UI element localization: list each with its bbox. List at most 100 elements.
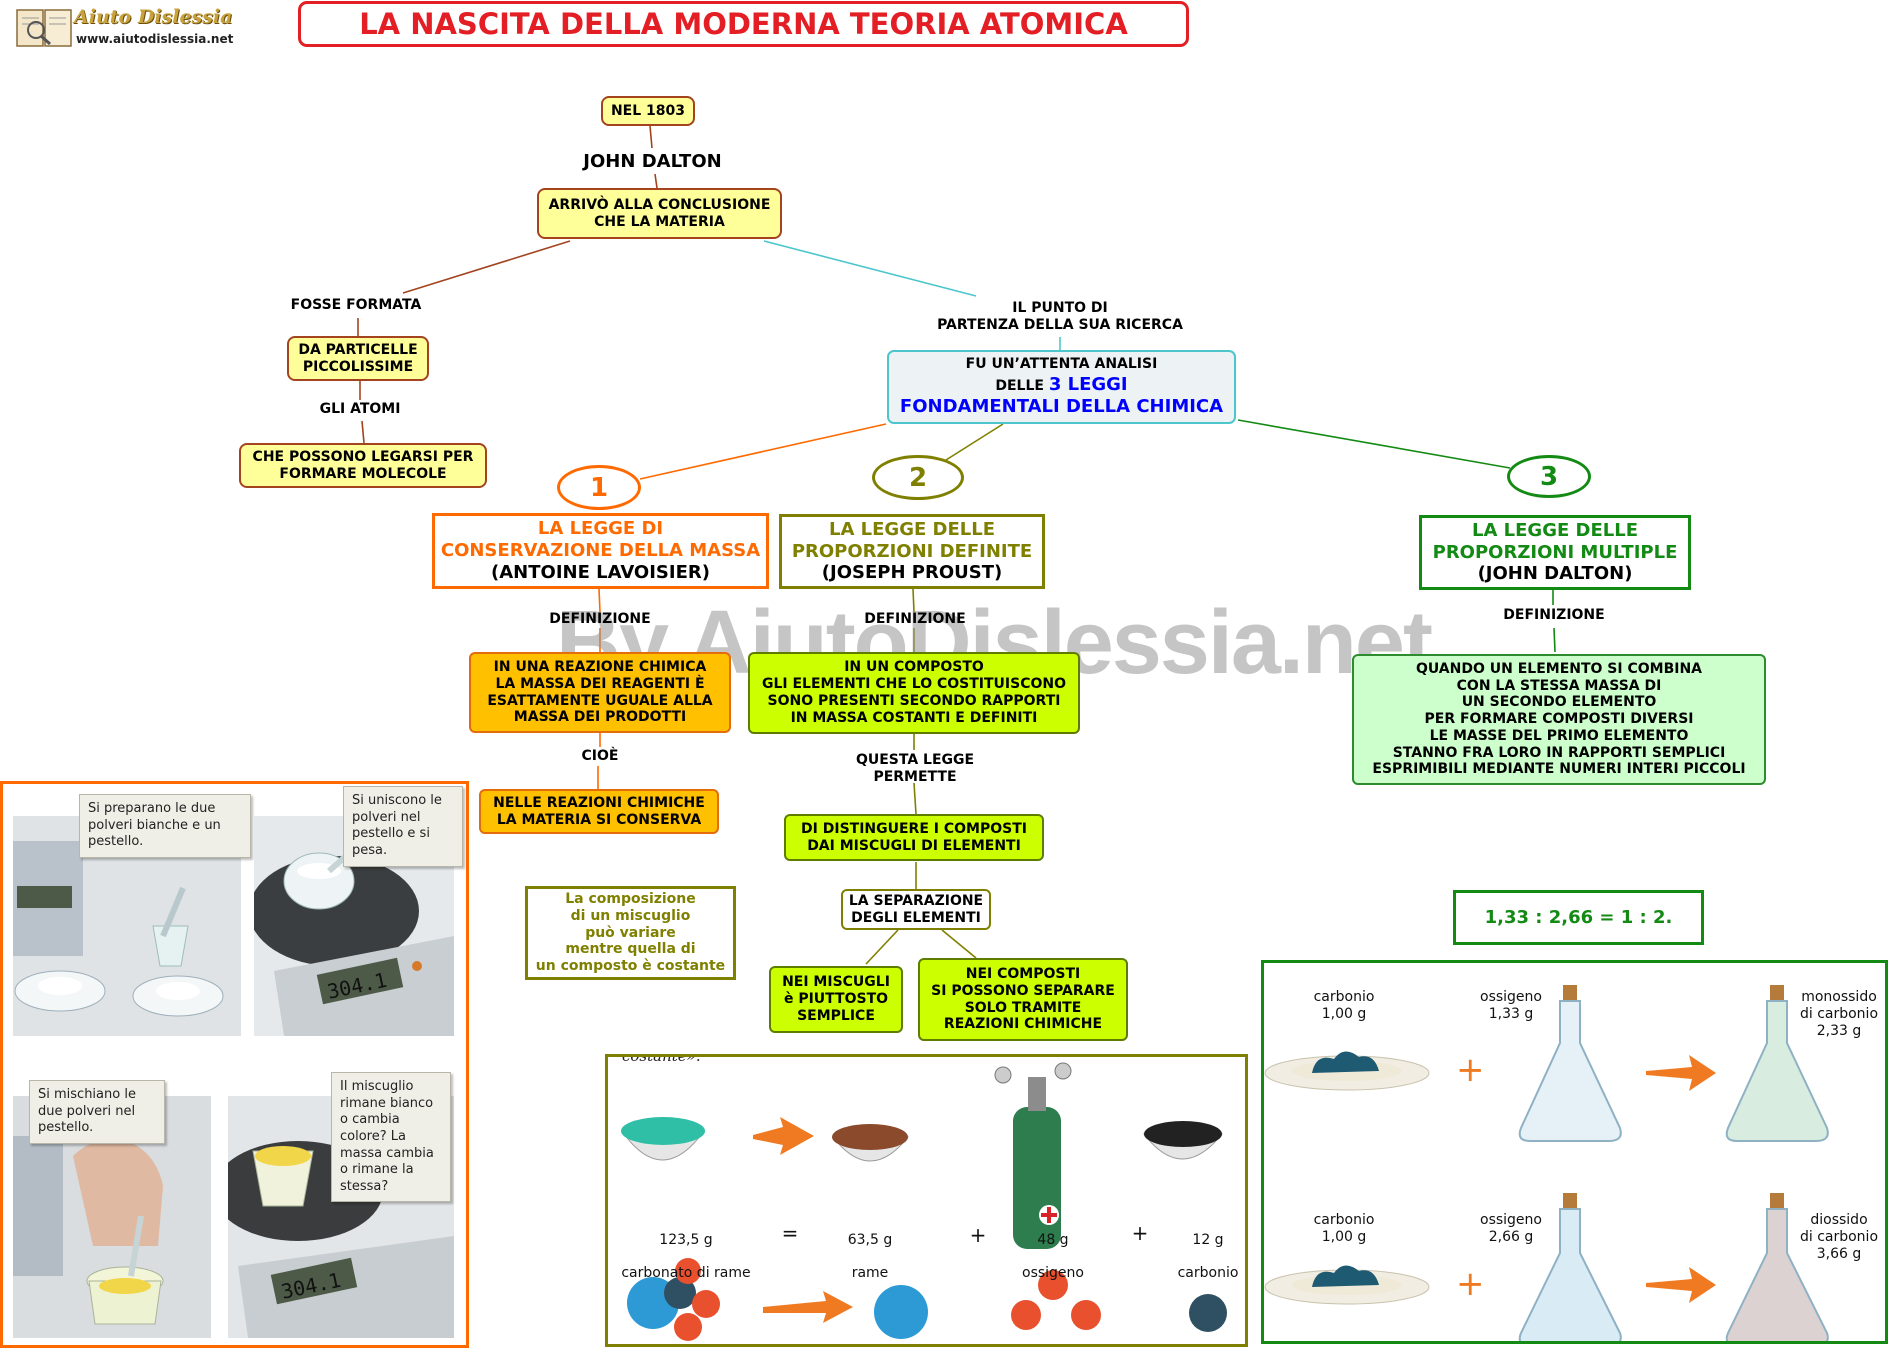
photo-caption-1: Si preparano le due polveri bianche e un…	[79, 794, 251, 858]
atom-oxygen-2	[1011, 1300, 1041, 1330]
row1-oxygen: ossigeno 1,33 g	[1480, 989, 1542, 1022]
plus-icon-1: +	[1456, 1050, 1485, 1090]
analysis-line1: FU UN’ATTENTA ANALISI	[965, 356, 1158, 372]
law-number-1: 1	[557, 465, 641, 510]
law-1-definition: IN UNA REAZIONE CHIMICA LA MASSA DEI REA…	[469, 652, 731, 733]
analysis-line3: FONDAMENTALI DELLA CHIMICA	[899, 396, 1224, 417]
plus-icon-2: +	[1456, 1264, 1485, 1304]
node-compounds: NEI COMPOSTI SI POSSONO SEPARARE SOLO TR…	[918, 958, 1128, 1041]
law-1-result: NELLE REAZIONI CHIMICHE LA MATERIA SI CO…	[479, 789, 719, 834]
book-icon	[16, 9, 72, 47]
atom-oxygen-3	[1071, 1300, 1101, 1330]
bowl-copper	[831, 1124, 910, 1162]
flask-oxygen-1	[1518, 985, 1622, 1142]
link-gli-atomi: GLI ATOMI	[319, 401, 401, 417]
atom-carbon	[1189, 1294, 1227, 1332]
logo[interactable]: Aiuto Dislessia www.aiutodislessia.net	[14, 4, 233, 52]
item-copper: 63,5 g rame	[830, 1215, 910, 1299]
proust-plus-2: +	[1131, 1221, 1149, 1245]
logo-brand: Aiuto Dislessia	[74, 6, 233, 28]
photo-mixing	[13, 1096, 211, 1338]
page-title: LA NASCITA DELLA MODERNA TEORIA ATOMICA	[298, 1, 1189, 47]
analysis-line2: DELLE 3 LEGGI	[889, 374, 1234, 397]
photo-caption-3: Si mischiano le due polveri nel pestello…	[29, 1080, 165, 1144]
note-composition: La composizione di un miscuglio può vari…	[525, 886, 736, 980]
item-carbon-name: carbonio	[1177, 1265, 1239, 1282]
law-1-title: LA LEGGE DI CONSERVAZIONE DELLA MASSA	[440, 518, 761, 562]
plate-carbon-1	[1264, 1051, 1430, 1091]
arrow-icon-4	[1646, 1267, 1716, 1303]
proust-cut-text: costante».	[622, 1054, 701, 1065]
law-2-title: LA LEGGE DELLE PROPORZIONI DEFINITE	[791, 518, 1033, 562]
node-conclusion: ARRIVÒ ALLA CONCLUSIONE CHE LA MATERIA	[537, 188, 782, 239]
law-number-3: 3	[1507, 455, 1591, 498]
node-person: JOHN DALTON	[583, 151, 722, 172]
law-3-def-label: DEFINIZIONE	[1503, 607, 1605, 623]
law-1-box: LA LEGGE DI CONSERVAZIONE DELLA MASSA (A…	[432, 513, 769, 589]
lavoisier-photo-panel: Si preparano le due polveri bianche e un…	[0, 781, 469, 1348]
law-1-author: (ANTOINE LAVOISIER)	[491, 561, 710, 583]
law-2-def-label: DEFINIZIONE	[864, 611, 966, 627]
bowl-copper-carbonate	[621, 1117, 705, 1161]
item-copper-mass: 63,5 g	[847, 1231, 893, 1248]
bowl-carbon	[1142, 1121, 1224, 1160]
row2-oxygen: ossigeno 2,66 g	[1480, 1212, 1542, 1245]
proust-panel: costante».	[605, 1054, 1248, 1347]
law-2-definition: IN UN COMPOSTO GLI ELEMENTI CHE LO COSTI…	[748, 652, 1080, 734]
item-carbonate-name: carbonato di rame	[621, 1265, 751, 1282]
analysis-line2-highlight: 3 LEGGI	[1048, 373, 1128, 395]
law-1-def-label: DEFINIZIONE	[549, 611, 651, 627]
law-3-ratio: 1,33 : 2,66 = 1 : 2.	[1453, 890, 1704, 945]
law-3-box: LA LEGGE DELLE PROPORZIONI MULTIPLE (JOH…	[1419, 515, 1691, 590]
proust-plus-1: +	[969, 1223, 987, 1247]
item-carbon: 12 g carbonio	[1168, 1215, 1245, 1299]
node-analysis: FU UN’ATTENTA ANALISI DELLE 3 LEGGI FOND…	[887, 350, 1236, 424]
node-molecules: CHE POSSONO LEGARSI PER FORMARE MOLECOLE	[239, 443, 487, 488]
plate-carbon-2	[1264, 1265, 1430, 1305]
law-3-author: (JOHN DALTON)	[1477, 563, 1633, 585]
link-punto-partenza: IL PUNTO DI PARTENZA DELLA SUA RICERCA	[937, 300, 1183, 333]
item-copper-name: rame	[851, 1265, 889, 1282]
photo-caption-2: Si uniscono le polveri nel pestello e si…	[343, 786, 463, 867]
link-fosse-formata: FOSSE FORMATA	[290, 297, 422, 313]
item-oxygen-name: ossigeno	[1022, 1265, 1084, 1282]
atom-oxygen-1	[1038, 1270, 1068, 1300]
item-carbonate: 123,5 g carbonato di rame	[616, 1215, 756, 1299]
row2-product: diossido di carbonio 3,66 g	[1799, 1212, 1879, 1262]
flask-oxygen-2	[1518, 1193, 1622, 1341]
law-3-definition: QUANDO UN ELEMENTO SI COMBINA CON LA STE…	[1352, 654, 1766, 785]
law-1-link: CIOÈ	[581, 748, 619, 764]
proust-equals: =	[781, 1221, 799, 1245]
law-2-box: LA LEGGE DELLE PROPORZIONI DEFINITE (JOS…	[779, 514, 1045, 589]
node-particles: DA PARTICELLE PICCOLISSIME	[287, 336, 429, 381]
photo-mixing-art	[13, 1096, 211, 1338]
dalton-panel: + + carbonio 1,00 g ossigeno 1,33 g mono…	[1261, 960, 1888, 1344]
photo-caption-4: Il miscuglio rimane bianco o cambia colo…	[331, 1072, 451, 1203]
oxygen-cylinder-icon	[994, 1062, 1072, 1249]
law-number-2: 2	[872, 455, 964, 500]
analysis-line2-pre: DELLE	[995, 377, 1049, 394]
row1-carbon: carbonio 1,00 g	[1313, 989, 1375, 1022]
item-carbonate-mass: 123,5 g	[659, 1231, 713, 1248]
law-2-result: DI DISTINGUERE I COMPOSTI DAI MISCUGLI D…	[784, 814, 1044, 861]
row2-carbon: carbonio 1,00 g	[1313, 1212, 1375, 1245]
arrow-icon-2	[763, 1291, 853, 1323]
proust-illustrations	[621, 1062, 1227, 1341]
item-oxygen-mass: 48 g	[1037, 1231, 1069, 1248]
atom-copper	[874, 1285, 928, 1339]
logo-url: www.aiutodislessia.net	[76, 32, 234, 46]
molecule-copper-carbonate	[627, 1258, 720, 1341]
arrow-icon-1	[753, 1117, 814, 1155]
node-separation: LA SEPARAZIONE DEGLI ELEMENTI	[841, 889, 991, 930]
row1-product: monossido di carbonio 2,33 g	[1799, 989, 1879, 1039]
law-2-author: (JOSEPH PROUST)	[821, 562, 1003, 584]
flask-dioxide	[1725, 1193, 1829, 1341]
item-oxygen: 48 g ossigeno	[1008, 1215, 1098, 1299]
flask-monoxide	[1725, 985, 1829, 1142]
item-carbon-mass: 12 g	[1192, 1231, 1224, 1248]
photo-powders	[13, 816, 241, 1036]
law-3-title: LA LEGGE DELLE PROPORZIONI MULTIPLE	[1432, 519, 1678, 563]
node-year: NEL 1803	[601, 96, 695, 126]
arrow-icon-3	[1646, 1055, 1716, 1091]
